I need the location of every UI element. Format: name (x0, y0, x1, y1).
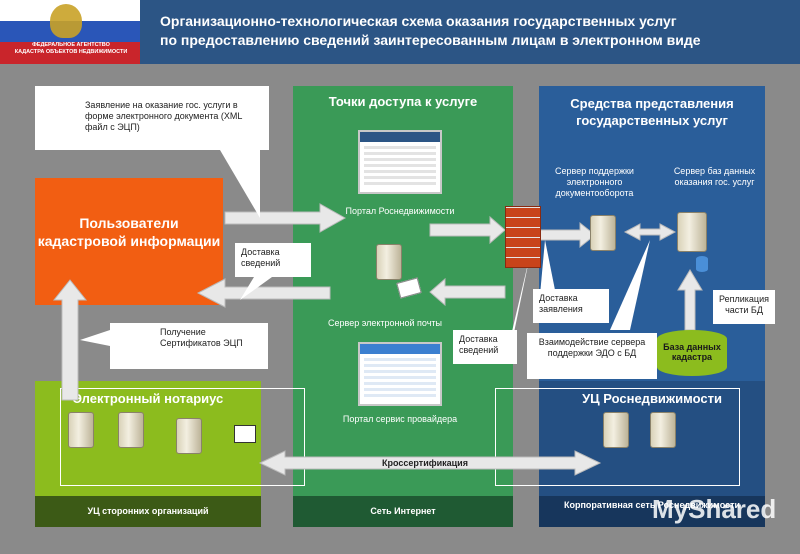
db-server-icon (677, 212, 707, 252)
uc-rosn-title: УЦ Роснедвижимости (582, 391, 722, 406)
agency-name: ФЕДЕРАЛЬНОЕ АГЕНТСТВО КАДАСТРА ОБЪЕКТОВ … (14, 42, 128, 55)
arrow-certificates (52, 279, 88, 401)
arrow-cross-cert (258, 450, 602, 476)
arrow-to-portal (224, 203, 347, 233)
notary-server-icon-3 (176, 418, 202, 454)
edo-server-icon (590, 215, 616, 251)
callout-delivery-2: Доставка сведений (453, 330, 517, 364)
certificate-icon (234, 425, 256, 443)
mail-server-label: Сервер электронной почты (328, 318, 442, 328)
watermark-logo: MyShared (652, 494, 777, 524)
callout-pointer-delivery2 (510, 255, 530, 352)
callout-pointer-app (220, 150, 260, 218)
callout-pointer-delivery-app (540, 240, 556, 295)
db-cylinder-icon (696, 256, 708, 272)
edo-server-label: Сервер поддержки электронного документоо… (555, 166, 634, 198)
provider-portal-label: Портал сервис провайдера (342, 414, 458, 424)
callout-pointer-cert (80, 330, 110, 346)
callout-pointer-delivery (240, 277, 272, 300)
footer-corp-net: Корпоративная сеть Роснедвижимости (539, 496, 765, 527)
callout-delivery-app: Доставка заявления (533, 289, 609, 323)
callout-delivery-1: Доставка сведений (235, 243, 311, 277)
portal-label: Портал Роснедвижимости (345, 206, 455, 216)
provider-portal-screenshot (358, 342, 442, 406)
db-server-label: Сервер баз данных оказания гос. услуг (673, 166, 756, 187)
uc-server-icon-2 (650, 412, 676, 448)
arrow-edo-db (623, 223, 677, 241)
arrow-replication (677, 269, 703, 331)
callout-application: Заявление на оказание гос. услуги в форм… (35, 86, 269, 150)
footer-internet: Сеть Интернет (293, 496, 513, 527)
uc-server-icon-1 (603, 412, 629, 448)
firewall-icon (505, 206, 541, 268)
notary-server-icon-1 (68, 412, 94, 448)
callout-interaction: Взаимодействие сервера поддержки ЭДО с Б… (527, 333, 657, 379)
notary-frame (60, 388, 305, 486)
gov-services-title: Средства представления государственных у… (570, 96, 734, 128)
notary-title: Электронный нотариус (72, 391, 224, 406)
uc-frame (495, 388, 740, 486)
cross-cert-label: Кроссертификация (382, 458, 468, 468)
callout-replication: Репликация части БД (713, 290, 775, 324)
page-title: Организационно-технологическая схема ока… (160, 13, 701, 48)
mail-server-icon (376, 244, 402, 280)
callout-pointer-interaction (610, 240, 650, 330)
portal-screenshot (358, 130, 442, 194)
arrow-to-users (196, 278, 331, 308)
arrow-firewall-edo (539, 221, 596, 249)
cadastre-database: База данных кадастра (657, 330, 727, 376)
footer-uc-third: УЦ сторонних организаций (35, 496, 261, 527)
arrow-firewall-mail (429, 277, 506, 307)
callout-certificates: Получение Сертификатов ЭЦП (110, 323, 268, 369)
notary-server-icon-2 (118, 412, 144, 448)
arrow-portal-firewall (429, 215, 506, 245)
emblem-icon (50, 4, 82, 38)
access-points-title: Точки доступа к услуге (328, 94, 478, 109)
